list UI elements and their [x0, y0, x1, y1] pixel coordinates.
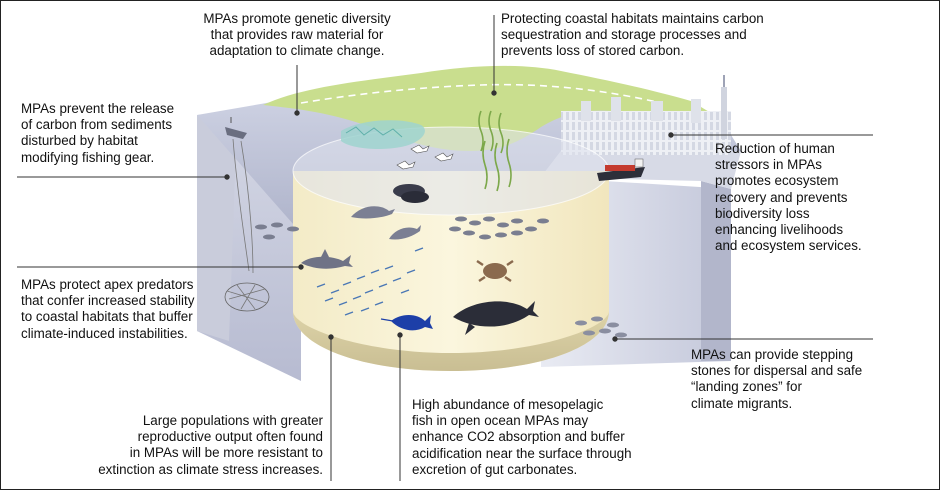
callout-genetic-diversity: MPAs promote genetic diversity that prov…: [191, 11, 403, 60]
callout-stepping-stones: MPAs can provide stepping stones for dis…: [691, 347, 891, 412]
callout-coastal-habitats: Protecting coastal habitats maintains ca…: [501, 11, 801, 60]
callout-large-populations: Large populations with greater reproduct…: [67, 413, 323, 478]
callout-human-stressors: Reduction of human stressors in MPAs pro…: [715, 141, 885, 254]
callout-mesopelagic: High abundance of mesopelagic fish in op…: [412, 397, 668, 478]
callout-apex-predators: MPAs protect apex predators that confer …: [21, 277, 241, 342]
mpa-water-column: [293, 127, 609, 371]
callout-sediment-carbon: MPAs prevent the release of carbon from …: [21, 101, 201, 166]
